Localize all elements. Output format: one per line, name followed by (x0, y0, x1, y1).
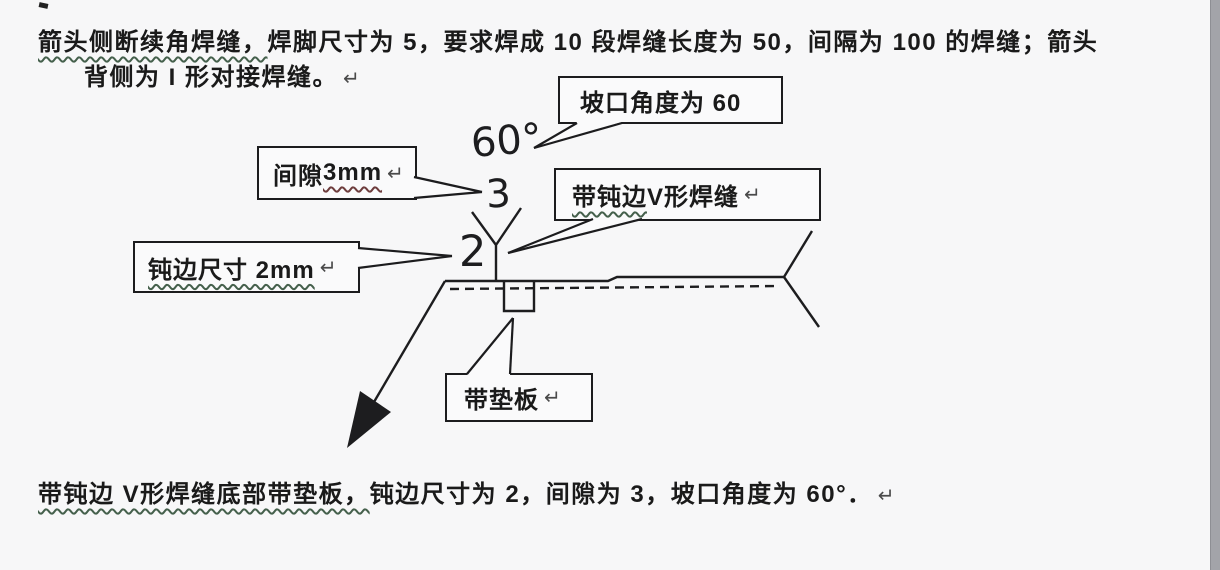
top-paragraph-line1[interactable]: 箭头侧断续角焊缝，焊脚尺寸为 5，要求焊成 10 段焊缝长度为 50，间隔为 1… (38, 22, 1098, 57)
callout-backing[interactable]: 带垫板↵ (445, 373, 593, 422)
reference-line (445, 275, 784, 283)
groove-angle-tail (533, 121, 623, 150)
top-paragraph-line2[interactable]: 背侧为 I 形对接焊缝。↵ (84, 57, 360, 92)
backing-plate-symbol (502, 281, 536, 313)
return-mark: ↵ (343, 68, 360, 90)
root-face-tail (357, 246, 453, 270)
callout-root-face[interactable]: 钝边尺寸 2mm↵ (133, 241, 360, 293)
bottom-rest-text: 钝边尺寸为 2，间隙为 3，坡口角度为 60°． (369, 481, 873, 508)
window-edge-strip (1210, 0, 1220, 570)
backing-tail (466, 317, 515, 375)
return-mark: ↵ (744, 184, 761, 206)
v-weld-tail (507, 217, 643, 255)
callout-gap[interactable]: 间隙 3mm↵ (257, 146, 417, 200)
v-weld-label-rest: V形焊缝 (647, 184, 740, 211)
bottom-marked-text: 带钝边 V形焊缝底部带垫板， (38, 481, 370, 508)
top-line1-marked-text: 箭头侧断续角焊缝， (38, 29, 268, 56)
top-line1-rest-text: 焊脚尺寸为 5，要求焊成 10 段焊缝长度为 50，间隔为 100 的焊缝；箭头 (267, 29, 1099, 56)
gap-tail (413, 175, 483, 200)
return-mark: ↵ (319, 256, 337, 279)
root-face-value: 2 (459, 227, 487, 277)
return-mark: ↵ (387, 162, 404, 185)
arrowhead (347, 391, 391, 448)
gap-label-value: 3mm (323, 159, 383, 186)
return-mark: ↵ (877, 485, 895, 507)
groove-angle-value: 60° (469, 114, 544, 168)
bottom-paragraph[interactable]: 带钝边 V形焊缝底部带垫板，钝边尺寸为 2，间隙为 3，坡口角度为 60°．↵ (38, 474, 894, 509)
identification-line (449, 284, 781, 291)
root-face-label: 钝边尺寸 2mm (148, 256, 315, 284)
gap-value: 3 (484, 171, 512, 218)
gap-label-prefix: 间隙 (273, 162, 323, 190)
backing-label: 带垫板 (464, 387, 539, 414)
v-weld-label-marked: 带钝边 (572, 184, 647, 211)
callout-groove-angle[interactable]: 坡口角度为 60 (558, 76, 783, 124)
arrow-line (372, 280, 447, 403)
tail-fork-upper (782, 230, 814, 278)
top-line2-text: 背侧为 I 形对接焊缝。 (84, 64, 339, 91)
tail-fork-lower (783, 276, 820, 328)
cursor-artifact (38, 2, 49, 9)
groove-angle-label: 坡口角度为 60 (580, 89, 742, 117)
callout-v-weld[interactable]: 带钝边 V形焊缝↵ (554, 168, 821, 221)
return-mark: ↵ (544, 387, 561, 409)
